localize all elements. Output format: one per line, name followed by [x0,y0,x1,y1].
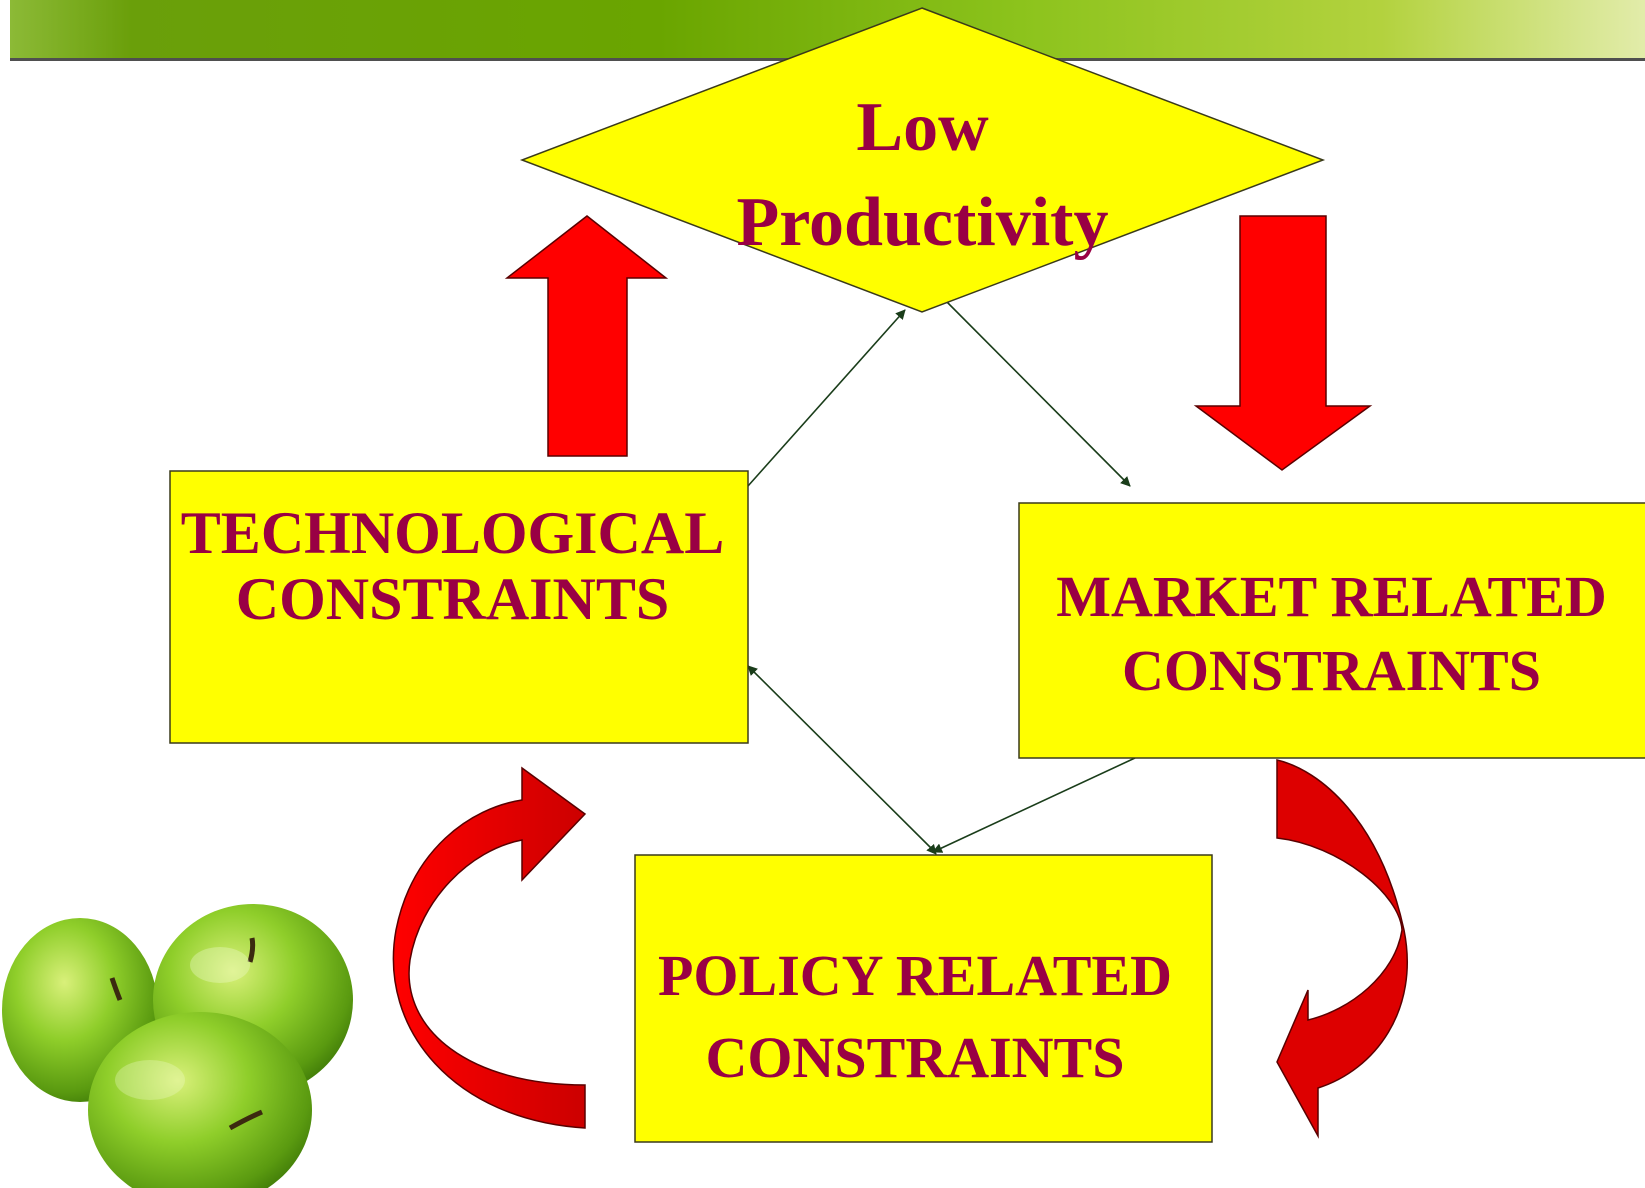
green-apples-image [2,904,353,1188]
technological-line1: TECHNOLOGICAL [180,500,725,566]
policy-box [634,854,1213,1143]
policy-line1: POLICY RELATED [657,943,1172,1008]
technological-line2: CONSTRAINTS [235,566,670,632]
header-notch [0,0,10,61]
curved-arrow-left [392,766,587,1129]
low-productivity-line1: Low [856,89,989,166]
down-block-arrow [1193,215,1373,471]
connector-policy-to-tech-head [926,843,937,855]
technological-box [169,470,749,744]
technological-label: TECHNOLOGICAL CONSTRAINTS [150,500,755,632]
low-productivity-label: Low Productivity [650,80,1195,270]
market-box [1018,502,1645,759]
low-productivity-diamond [519,7,1326,313]
connectors [747,294,1136,855]
market-label: MARKET RELATED CONSTRAINTS [1018,560,1645,708]
policy-line2: CONSTRAINTS [705,1025,1125,1090]
connector-tech-to-top [747,309,906,487]
connector-top-to-market [939,294,1131,487]
connector-market-to-policy [932,757,1136,853]
market-line2: CONSTRAINTS [1122,638,1541,703]
connector-policy-to-tech [747,665,936,853]
up-block-arrow [504,215,669,457]
low-productivity-line2: Productivity [736,184,1109,261]
market-line1: MARKET RELATED [1056,564,1607,629]
curved-arrow-right [1276,759,1409,1139]
policy-label: POLICY RELATED CONSTRAINTS [625,935,1205,1099]
